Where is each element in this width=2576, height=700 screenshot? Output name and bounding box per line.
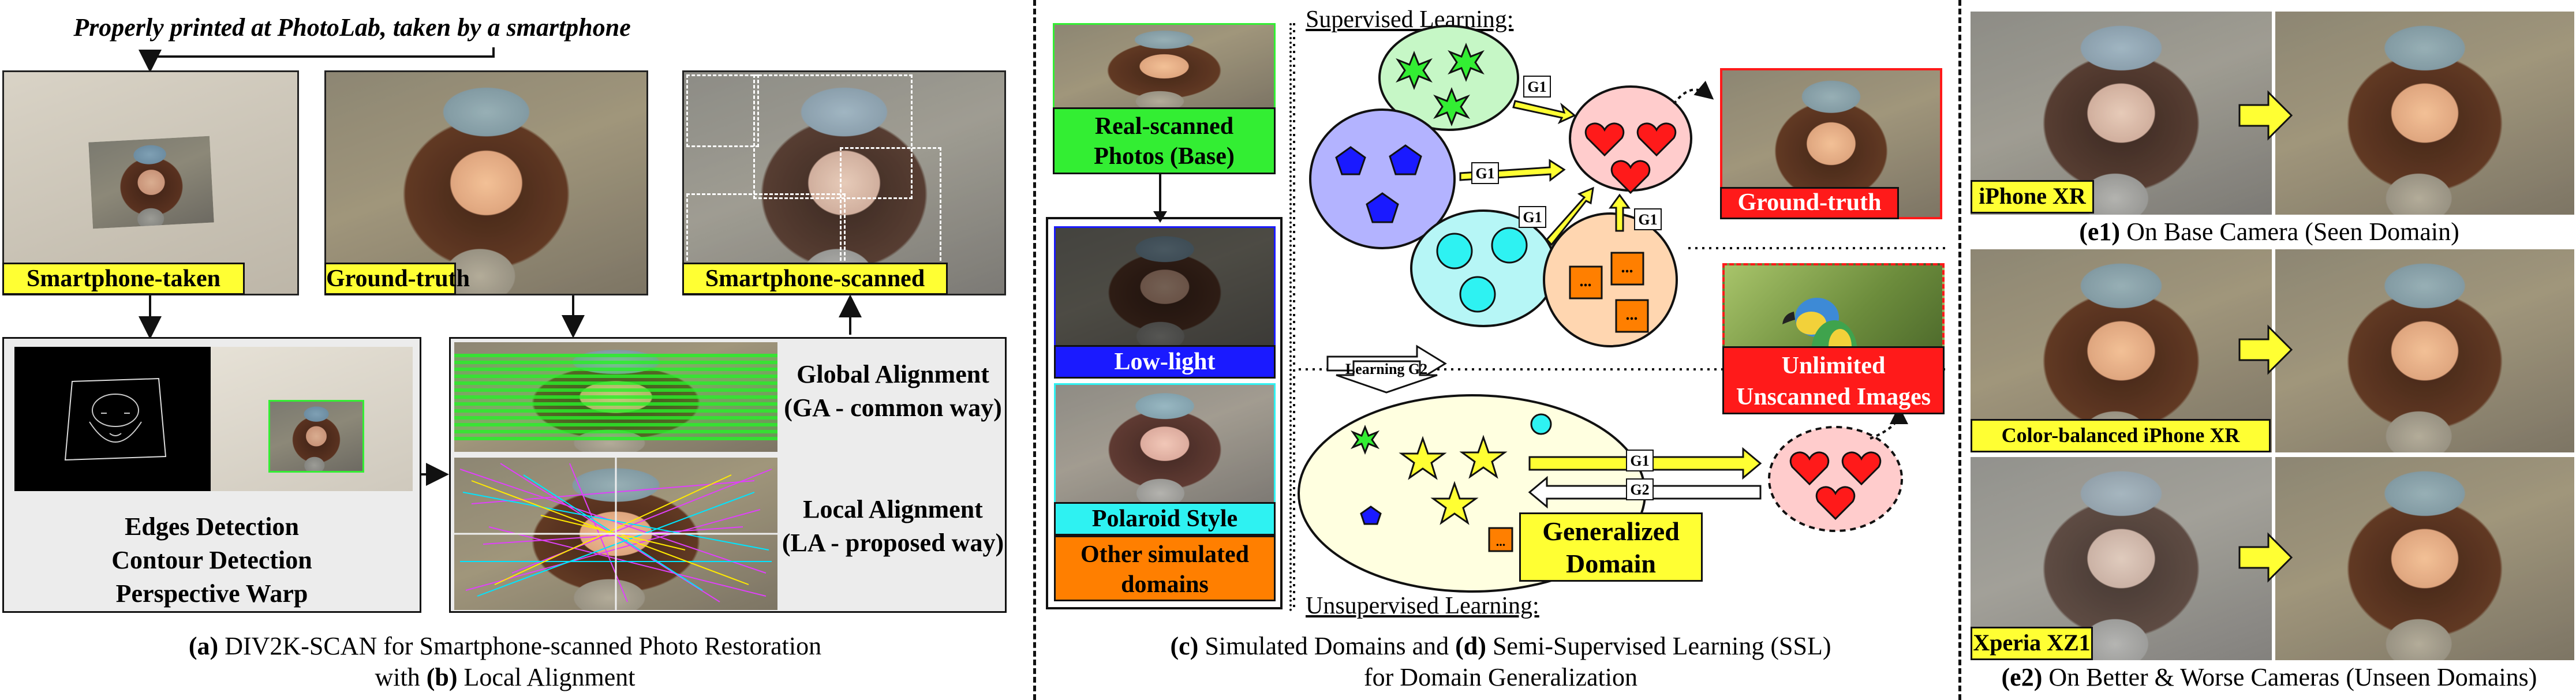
- unsupervised-title: Unsupervised Learning:: [1306, 593, 1539, 619]
- learning-g2-label: Learning G2: [1345, 361, 1427, 377]
- label-real-scanned-line1: Real-scanned: [1094, 113, 1234, 140]
- edge-map-image: [14, 347, 211, 491]
- low-light-photo: [1054, 226, 1276, 347]
- caption-b-letter: (b): [426, 663, 458, 691]
- label-unlimited-line2: Unscanned Images: [1736, 384, 1931, 410]
- e2-xperia-input-photo: [1971, 457, 2272, 660]
- local-alignment-subtitle: (LA - proposed way): [782, 529, 1004, 557]
- label-real-scanned-line2: Photos (Base): [1094, 143, 1235, 170]
- label-low-light: Low-light: [1054, 345, 1276, 379]
- separator-2: [1958, 0, 1961, 700]
- g1-tag-5: G1: [1630, 452, 1649, 469]
- global-alignment-title: Global Alignment: [797, 360, 989, 388]
- ellipse-blue: [1309, 108, 1456, 249]
- caption-b: with (b) Local Alignment: [0, 662, 1010, 692]
- caption-a-letter: (a): [188, 632, 219, 660]
- square-dots-1: ...: [1580, 272, 1592, 290]
- separator-c-d: [1289, 23, 1292, 612]
- base-photo: [1053, 23, 1276, 110]
- e2-colorbalanced-output-photo: [2275, 249, 2574, 452]
- top-caption: Properly printed at PhotoLab, taken by a…: [73, 13, 631, 42]
- label-generalized-line1: Generalized: [1542, 516, 1680, 546]
- smartphone-taken-photo: [2, 70, 299, 295]
- label-unlimited-line1: Unlimited: [1781, 353, 1886, 379]
- caption-d-letter: (d): [1455, 632, 1486, 660]
- square-dots-4: ...: [1496, 534, 1506, 549]
- global-alignment-subtitle: (GA - common way): [784, 394, 1002, 422]
- e2-xperia-output-photo: [2275, 457, 2574, 660]
- caption-c-letter: (c): [1170, 632, 1199, 660]
- square-dots-2: ...: [1621, 259, 1633, 276]
- label-other-line2: domains: [1121, 571, 1209, 598]
- polaroid-photo: [1054, 383, 1276, 504]
- e1-output-photo: [2275, 12, 2574, 215]
- label-generalized-line2: Domain: [1566, 549, 1656, 578]
- caption-e1-text: On Base Camera (Seen Domain): [2126, 218, 2459, 246]
- local-alignment-image: [454, 458, 777, 610]
- caption-e1-letter: (e1): [2079, 218, 2121, 246]
- caption-d-text: Semi-Supervised Learning (SSL): [1492, 632, 1831, 660]
- e2-colorbalanced-input-photo: [1971, 249, 2272, 452]
- label-other-line1: Other simulated: [1080, 541, 1250, 568]
- label-xperia: Xperia XZ1: [1971, 627, 2093, 660]
- panel-a-connectors: [139, 47, 862, 486]
- smartphone-scanned-photo: [682, 70, 1006, 295]
- label-real-scanned: Real-scanned Photos (Base): [1053, 107, 1276, 174]
- caption-b-prefix: with: [375, 663, 420, 691]
- caption-e2: (e2) On Better & Worse Cameras (Unseen D…: [1962, 662, 2576, 692]
- ground-truth-photo: [324, 70, 648, 295]
- caption-b-text: Local Alignment: [463, 663, 635, 691]
- label-ground-truth: Ground-truth: [324, 263, 470, 295]
- edges-detection-box: Edges Detection Contour Detection Perspe…: [2, 337, 421, 613]
- square-dots-3: ...: [1626, 306, 1638, 324]
- caption-c-text: Simulated Domains and: [1205, 632, 1449, 660]
- caption-e1: (e1) On Base Camera (Seen Domain): [1962, 217, 2576, 246]
- label-ssl-ground-truth: Ground-truth: [1720, 187, 1899, 219]
- label-smartphone-taken: Smartphone-taken: [2, 263, 245, 295]
- caption-e2-text: On Better & Worse Cameras (Unseen Domain…: [2048, 663, 2537, 691]
- caption-a-text: DIV2K-SCAN for Smartphone-scanned Photo …: [225, 632, 822, 660]
- g1-tag-2: G1: [1475, 165, 1494, 182]
- global-alignment-image: [454, 342, 777, 452]
- g1-tag-4: G1: [1638, 211, 1657, 228]
- caption-e2-letter: (e2): [2001, 663, 2043, 691]
- separator-1: [1033, 0, 1036, 700]
- label-generalized-domain: Generalized Domain: [1519, 512, 1703, 582]
- step-perspective: Perspective Warp: [115, 579, 308, 608]
- caption-cd: (c) Simulated Domains and (d) Semi-Super…: [1039, 631, 1962, 661]
- step-edges: Edges Detection: [125, 512, 299, 541]
- local-alignment-title: Local Alignment: [803, 495, 983, 523]
- supervised-title: Supervised Learning:: [1306, 6, 1514, 33]
- simulated-domains-frame: [1046, 217, 1283, 609]
- panel-e-arrows: [2238, 90, 2293, 583]
- contour-image: [211, 347, 413, 491]
- label-color-balanced: Color-balanced iPhone XR: [1971, 419, 2271, 452]
- caption-cd-line2: for Domain Generalization: [1363, 663, 1638, 691]
- label-other-domains: Other simulated domains: [1054, 536, 1276, 601]
- g2-tag: G2: [1630, 481, 1649, 498]
- ellipse-orange: [1543, 212, 1678, 347]
- label-iphone: iPhone XR: [1971, 180, 2094, 214]
- label-smartphone-scanned: Smartphone-scanned: [682, 263, 948, 295]
- caption-a: (a) DIV2K-SCAN for Smartphone-scanned Ph…: [0, 631, 1010, 661]
- alignment-box: Global Alignment (GA - common way) Local…: [449, 337, 1007, 613]
- g1-tag-1: G1: [1527, 78, 1546, 95]
- g1-tag-3: G1: [1523, 209, 1542, 226]
- label-unlimited: Unlimited Unscanned Images: [1722, 346, 1945, 414]
- step-contour: Contour Detection: [111, 546, 312, 574]
- label-polaroid: Polaroid Style: [1054, 502, 1276, 536]
